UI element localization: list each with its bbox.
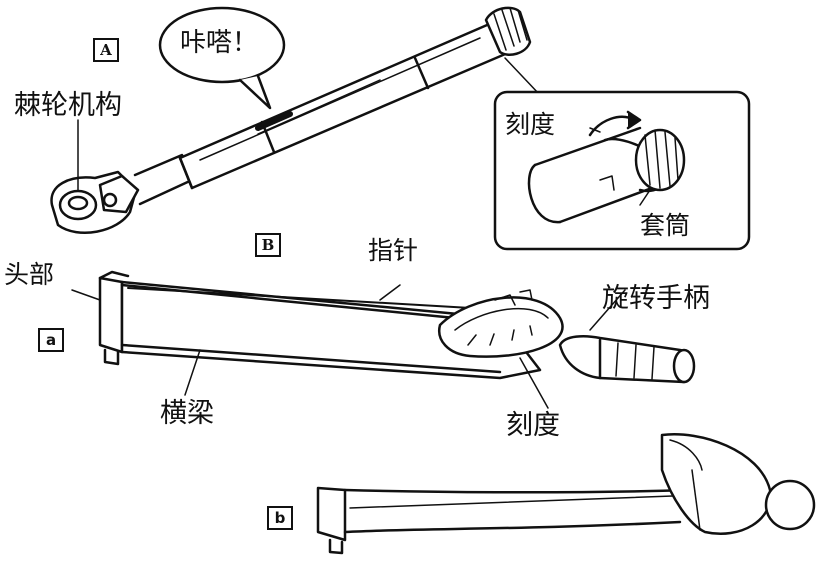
click-sound-bubble (158, 6, 286, 110)
scale-detail-inset (493, 90, 751, 251)
panel-b-tag: B (255, 233, 281, 257)
beam-wrench-drawing (98, 270, 696, 384)
scale-label-b: 刻度 (506, 410, 560, 441)
leader-lines (71, 119, 651, 409)
panel-a-tag: A (93, 38, 119, 62)
head-label: 头部 (4, 260, 55, 289)
scale-label-a: 刻度 (505, 110, 556, 139)
pointer-label: 指针 (368, 236, 419, 265)
click-sound-label: 咔嗒！ (180, 28, 259, 58)
beam-wrench-b-drawing (316, 433, 816, 555)
sleeve-label: 套筒 (640, 211, 691, 240)
handle-label: 旋转手柄 (602, 283, 710, 314)
sub-a-tag: a (38, 328, 64, 352)
ratchet-label: 棘轮机构 (14, 90, 122, 121)
beam-label: 横梁 (160, 398, 214, 429)
click-wrench-drawing (50, 6, 541, 234)
sub-b-tag: b (267, 506, 293, 530)
